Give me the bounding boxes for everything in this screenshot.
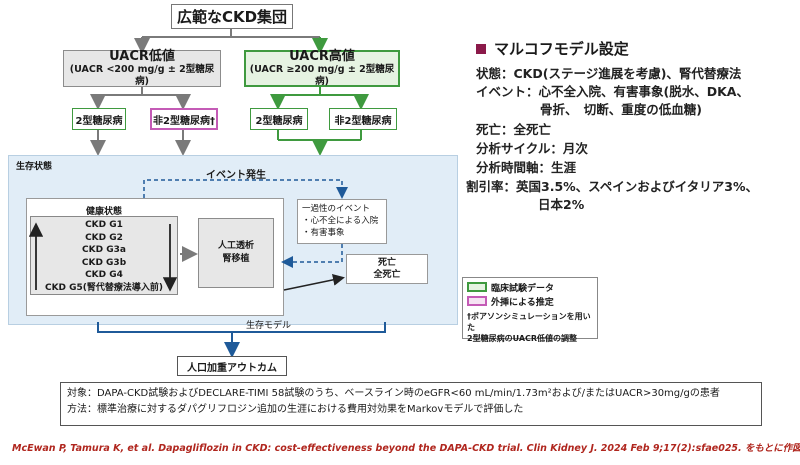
- legend-extrapolated-label: 外挿による推定: [491, 298, 554, 308]
- transient-event-hf: ・心不全による入院: [302, 216, 379, 226]
- population-outcome-box: 人口加重アウトカム: [177, 356, 287, 376]
- uacr-high-title: UACR高値: [289, 49, 355, 64]
- broad-ckd-population-box: 広範なCKD集団: [171, 4, 293, 29]
- markov-discount-cont: 日本2%: [538, 197, 585, 212]
- uacr-low-subtitle: (UACR <200 mg/g ± 2型糖尿病): [69, 64, 215, 87]
- survival-model-label: 生存モデル: [246, 321, 292, 331]
- study-target-text: 対象：DAPA-CKD試験およびDECLARE-TIMI 58試験のうち、ベース…: [67, 388, 720, 399]
- uacr-high-subtitle: (UACR ≥200 mg/g ± 2型糖尿病): [249, 64, 395, 87]
- citation-text: McEwan P, Tamura K, et al. Dapagliflozin…: [12, 443, 800, 454]
- markov-events: イベント：心不全入院、有害事象(脱水、DKA、: [476, 84, 749, 99]
- markov-horizon: 分析時間軸：生涯: [476, 160, 577, 175]
- legend-clinical-label: 臨床試験データ: [491, 284, 555, 294]
- markov-heading: マルコフモデル設定: [494, 40, 629, 58]
- ckd-stage-g3a: CKD G3a: [82, 245, 126, 255]
- study-description-box: 対象：DAPA-CKD試験およびDECLARE-TIMI 58試験のうち、ベース…: [60, 382, 762, 426]
- ckd-stage-g2: CKD G2: [85, 232, 123, 243]
- non-t2d-low-box: 非2型糖尿病†: [150, 108, 218, 130]
- non-t2d-high-box: 非2型糖尿病: [329, 108, 397, 130]
- ckd-stage-g5: CKD G5(腎代替療法導入前): [44, 282, 164, 293]
- health-state-label: 健康状態: [86, 207, 123, 217]
- t2d-high-box: 2型糖尿病: [250, 108, 308, 130]
- uacr-low-title: UACR低値: [109, 49, 175, 64]
- transplant-label: 腎移植: [222, 254, 250, 264]
- uacr-low-box: UACR低値 (UACR <200 mg/g ± 2型糖尿病): [63, 49, 221, 87]
- death-box: 死亡 全死亡: [346, 254, 428, 284]
- legend-green-swatch: [467, 282, 487, 292]
- ckd-stage-g1: CKD G1: [85, 220, 123, 230]
- all-cause-death-label: 全死亡: [373, 270, 401, 280]
- markov-cycle: 分析サイクル：月次: [476, 141, 588, 156]
- dialysis-label: 人工透析: [217, 241, 254, 251]
- legend-box: 臨床試験データ 外挿による推定 †ポアソンシミュレーションを用いた 2型糖尿病の…: [462, 277, 598, 343]
- death-label: 死亡: [377, 258, 396, 268]
- survival-state-label: 生存状態: [16, 162, 53, 172]
- ckd-stages-box: [30, 216, 178, 295]
- markov-bullet-icon: [476, 44, 486, 54]
- markov-events-cont: 骨折、 切断、重度の低血糖): [540, 102, 702, 117]
- markov-discount: 割引率：英国3.5%、スペインおよびイタリア3%、: [466, 179, 759, 194]
- t2d-low-box: 2型糖尿病: [72, 108, 126, 130]
- legend-pink-swatch: [467, 296, 487, 306]
- uacr-high-box: UACR高値 (UACR ≥200 mg/g ± 2型糖尿病): [244, 49, 400, 87]
- legend-footnote: †ポアソンシミュレーションを用いた 2型糖尿病のUACR低値の調整: [467, 312, 591, 343]
- transient-events-box: 一過性のイベント ・心不全による入院 ・有害事象: [297, 199, 387, 244]
- markov-states: 状態：CKD(ステージ進展を考慮)、腎代替療法: [476, 66, 742, 81]
- transient-events-title: 一過性のイベント: [302, 204, 371, 214]
- dialysis-transplant-box: 人工透析 腎移植: [198, 218, 274, 288]
- ckd-stage-g4: CKD G4: [85, 270, 123, 280]
- ckd-stage-list: CKD G1 CKD G2 CKD G3a CKD G3b CKD G4 CKD…: [30, 219, 178, 294]
- markov-death: 死亡：全死亡: [476, 122, 552, 137]
- event-occurrence-label: イベント発生: [206, 170, 266, 181]
- transient-event-adverse: ・有害事象: [302, 228, 345, 238]
- study-method-text: 方法：標準治療に対するダパグリフロジン追加の生涯における費用対効果をMarkov…: [67, 404, 524, 415]
- ckd-stage-g3b: CKD G3b: [81, 257, 127, 268]
